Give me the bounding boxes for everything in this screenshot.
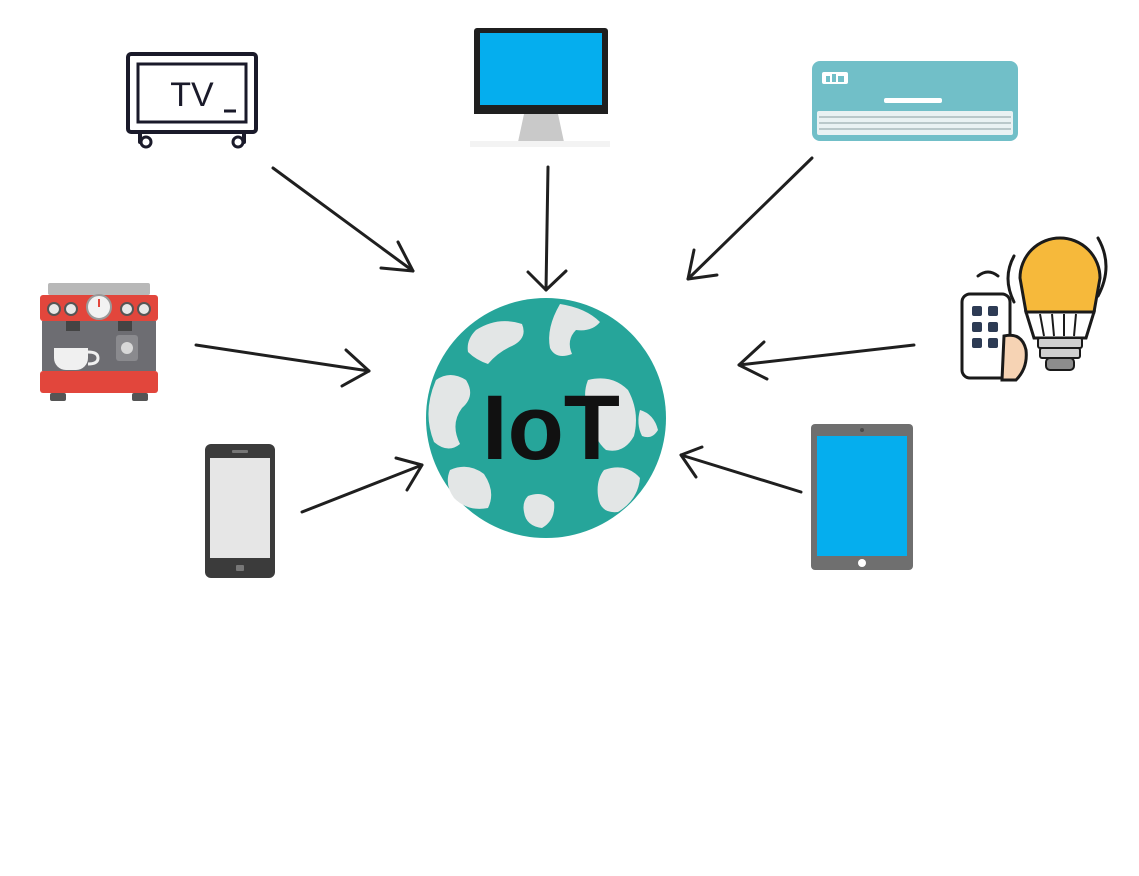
- arrow-ac-to-iot: [686, 156, 814, 281]
- iot-globe: IoT: [426, 298, 666, 538]
- arrow-coffee-to-iot: [194, 343, 371, 388]
- smartphone-icon: [205, 444, 275, 578]
- air-conditioner-icon: [812, 61, 1018, 141]
- arrow-monitor-to-iot: [526, 165, 568, 292]
- desktop-monitor-icon: [470, 28, 610, 147]
- tv-icon: [126, 52, 258, 149]
- tablet-icon: [811, 424, 913, 570]
- smart-bulb-remote-icon: [960, 236, 1108, 382]
- arrow-tablet-to-iot: [679, 445, 803, 494]
- arrow-phone-to-iot: [300, 456, 424, 514]
- tv-label: TV: [170, 76, 214, 114]
- tv-device: TV: [126, 52, 258, 149]
- globe-icon: [426, 298, 666, 538]
- arrow-bulb-to-iot: [737, 340, 916, 381]
- espresso-machine-icon: [40, 283, 158, 401]
- arrows: [194, 156, 916, 514]
- arrow-tv-to-iot: [271, 166, 415, 273]
- iot-label: IoT: [482, 377, 620, 479]
